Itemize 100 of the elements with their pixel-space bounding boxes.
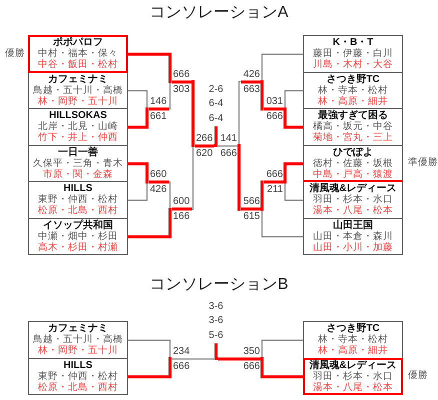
player-names: 林・寺本・松村 [318,84,388,96]
team-name: さつき野TC [326,323,380,334]
bracket-line [284,183,304,201]
placement-label: 優勝 [408,370,428,382]
team-name: ひでぽよ [333,146,373,158]
team-name: ポポパロフ [53,37,103,48]
score-label: 666 [266,169,283,180]
score-label: 211 [267,184,283,195]
player-names: 久保平・三角・青木 [33,158,123,168]
bracket-line [191,146,194,210]
highlighted-bracket-line [214,343,218,360]
player-names: 山田・小川・加藤 [313,242,393,252]
player-names: 林・寺本・松村 [318,334,388,345]
player-names: 中村・福本・保々 [38,48,118,59]
highlighted-bracket-line [128,357,172,378]
bracket-line [238,81,241,144]
team-name: 一日一善 [58,146,98,158]
score-label: 566 [243,196,260,208]
team-box [28,108,128,146]
placement-label: 準優勝 [408,157,438,168]
placement-label: 優勝 [5,48,25,59]
player-names: 竹下・井上・仲西 [38,132,118,143]
team-name: 山田王国 [333,220,373,230]
score-label: 666 [173,68,190,80]
team-box [28,321,128,358]
team-name: 清風魂&レディース [309,360,397,370]
bracket-line [262,340,304,358]
score-label: 666 [173,360,190,372]
score-label: 146 [150,96,167,107]
team-box [303,181,403,218]
team-box [28,358,128,395]
score-label: 3-6 [208,314,224,328]
player-names: 川島・木村・大谷 [313,59,393,70]
highlighted-bracket-line [128,162,148,184]
team-name: カフェミナミ [48,74,108,84]
player-names: 東野・仲西・松村 [38,194,118,205]
team-box [28,181,128,218]
team-name: K・B・T [332,37,374,48]
highlighted-bracket-line [128,208,172,238]
highlighted-bracket-line [237,144,241,211]
team-name: HILLS [64,183,92,194]
player-names: 羽田・杉本・水口 [313,194,393,205]
team-box [303,358,403,395]
player-names: 林・岡野・五十川 [38,96,118,106]
score-label: 600 [173,196,190,208]
section-title: コンソレーションB [150,275,288,295]
team-box [303,108,403,146]
score-label: 666 [243,360,260,372]
player-names: 高木・杉田・村瀬 [38,242,118,252]
score-label: 6-4 [208,97,224,112]
player-names: 林・岡野・五十川 [38,345,118,356]
score-label: 141 [220,132,237,144]
score-label: 031 [266,96,283,107]
highlighted-bracket-line [128,52,172,84]
highlighted-bracket-line [191,80,195,147]
player-names: 東野・仲西・松村 [38,370,118,382]
player-names: 湯本・八尾・松本 [313,382,393,392]
team-box [303,144,403,182]
player-names: 橘高・坂元・中谷 [313,121,393,132]
player-names: 林・高原・細井 [318,96,388,106]
score-label: 620 [196,148,213,158]
team-box [28,218,128,255]
score-label: 660 [150,169,167,180]
player-names: 中谷・飯田・松村 [38,59,118,70]
score-label: 166 [173,211,190,222]
team-name: 最強すぎて困る [318,110,388,121]
highlighted-bracket-line [260,180,264,211]
highlighted-bracket-line [260,80,264,110]
diagram-title: コンソレーションA [150,3,288,23]
score-label: 6-4 [208,112,224,126]
highlighted-bracket-line [260,357,303,378]
highlighted-bracket-line [214,126,218,147]
score-label: 426 [243,68,260,80]
score-label: 5-6 [208,328,224,343]
score-label: 661 [150,111,167,122]
player-names: 北岸・北見・山崎 [38,121,118,132]
team-box [28,144,128,182]
player-names: 羽田・杉本・水口 [313,370,393,382]
score-label: 426 [150,184,167,195]
bracket-line [128,90,148,108]
team-box [303,35,403,72]
team-box [303,72,403,109]
team-name: 清風魂&レディース [309,183,397,194]
team-name: HILLS [64,360,92,370]
highlighted-bracket-line [283,162,303,184]
bracket-line [262,54,304,81]
player-names: 藤田・伊藤・白川 [313,48,393,59]
bracket-line [128,183,148,201]
team-box [28,35,128,72]
score-label: 663 [243,84,260,95]
team-box [303,321,403,358]
player-names: 林・高原・細井 [318,345,388,356]
player-names: 鳥越・五十川・高橋 [33,84,123,96]
player-names: 中瀬・畑中・杉田 [38,230,118,242]
player-names: 山田・本倉・森川 [313,230,393,242]
player-names: 市原・関・金森 [43,168,113,180]
highlighted-bracket-line [128,108,148,129]
team-name: HILLSOKAS [49,110,107,121]
team-name: カフェミナミ [48,323,108,334]
score-label: 234 [173,346,190,356]
